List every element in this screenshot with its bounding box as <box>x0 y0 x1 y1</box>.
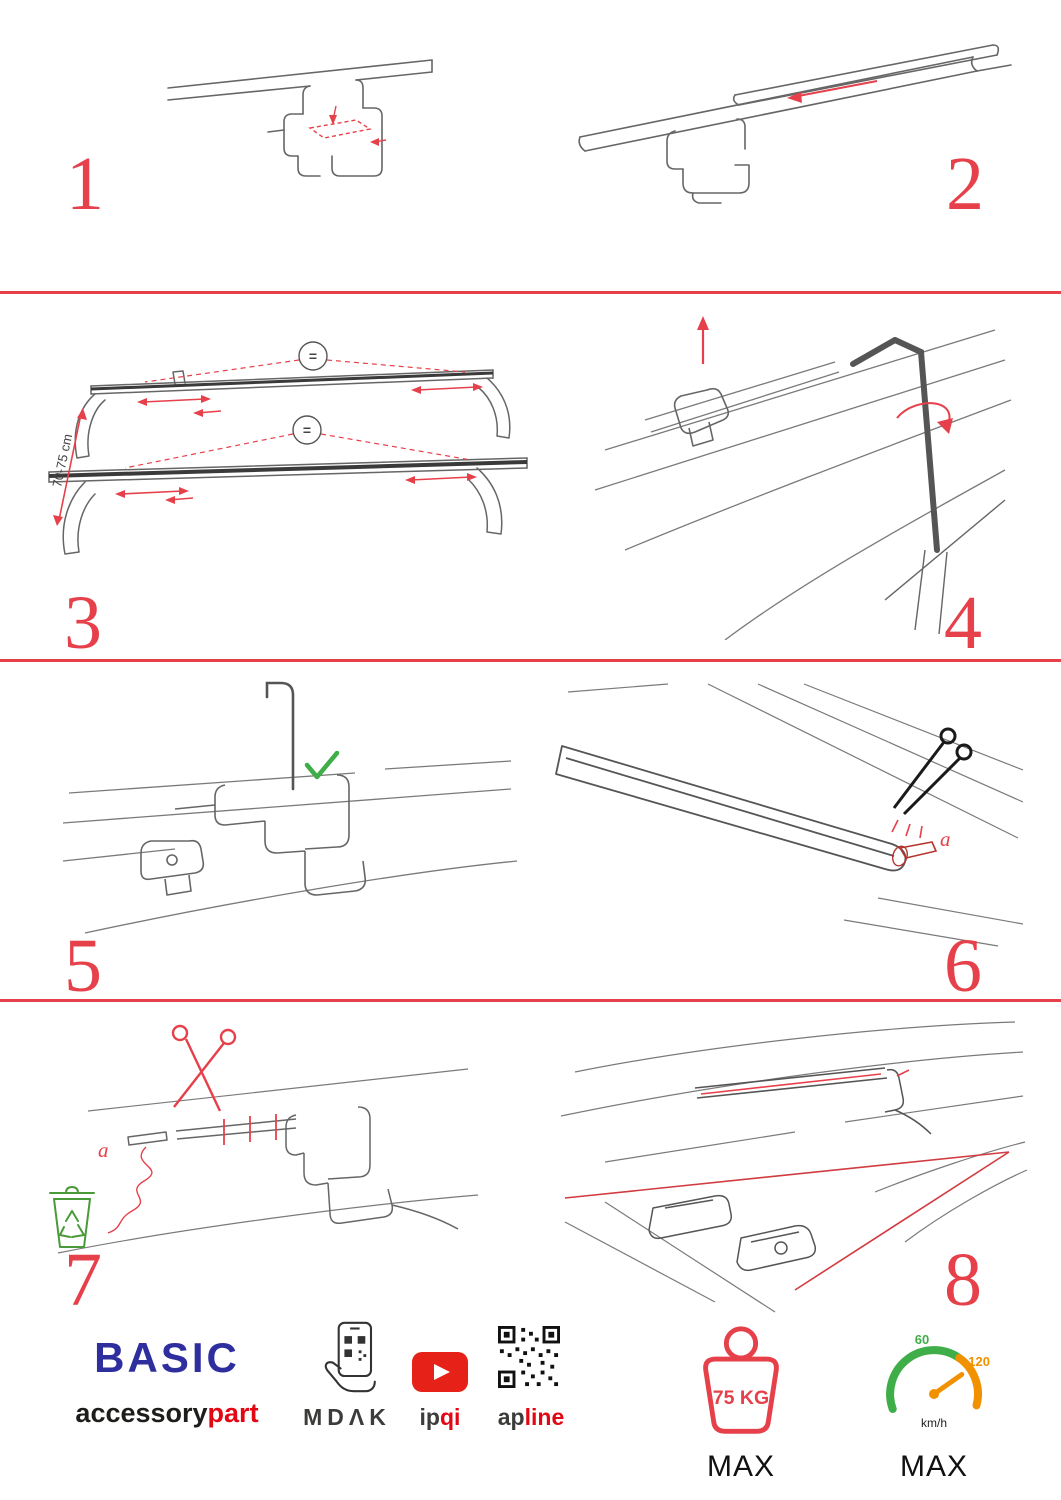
scissors-red-icon <box>171 1024 237 1112</box>
partner-mdak: MDΛK <box>303 1404 391 1430</box>
cut-label-a: a <box>940 827 951 851</box>
brand-logo-basic: BASIC <box>94 1334 240 1381</box>
weight-icon: 75 KG <box>703 1326 779 1434</box>
step1-illustration <box>167 59 433 177</box>
brand-accessorypart: accessorypart <box>58 1398 276 1429</box>
step8-illustration <box>560 1021 1028 1313</box>
brand-block: BASIC accessorypart <box>58 1334 276 1429</box>
weight-max-label: MAX <box>706 1450 775 1483</box>
step7-number: 7 <box>64 1238 102 1322</box>
apline-black: ap <box>497 1404 525 1430</box>
step1-number: 1 <box>66 142 104 226</box>
scissors-icon <box>892 727 973 816</box>
ipqi-black: ip <box>419 1404 440 1430</box>
step4-illustration <box>594 316 1012 640</box>
brand-sub-black: accessory <box>75 1398 208 1428</box>
speed-tick-120: 120 <box>968 1354 990 1369</box>
allen-key <box>850 337 940 553</box>
step3-number: 3 <box>64 581 102 665</box>
section-divider-3 <box>0 999 1061 1002</box>
equal-spacing-label-bottom: = <box>303 422 311 438</box>
step3-illustration: = = <box>48 341 528 555</box>
step2-number: 2 <box>946 142 984 226</box>
speed-max-label: MAX <box>899 1450 968 1483</box>
step7-illustration: a <box>49 1024 479 1254</box>
apline-red: line <box>524 1404 565 1430</box>
step8-number: 8 <box>944 1238 982 1322</box>
step5-number: 5 <box>64 924 102 1008</box>
step2-illustration <box>578 44 1012 204</box>
youtube-icon <box>412 1352 468 1392</box>
brand-sub-red: part <box>207 1398 259 1428</box>
step6-number: 6 <box>944 924 982 1008</box>
ipqi-red: qi <box>440 1404 461 1430</box>
partner-ipqi: ipqi <box>398 1404 482 1431</box>
section-divider-2 <box>0 659 1061 662</box>
equal-spacing-label-top: = <box>309 348 317 364</box>
weight-limit-label: 75 KG <box>713 1387 769 1409</box>
qr-code-icon <box>498 1326 560 1388</box>
speedometer-icon: 60 120 km/h <box>886 1332 990 1430</box>
check-icon <box>304 750 340 780</box>
speed-tick-60: 60 <box>915 1332 929 1347</box>
step5-illustration <box>62 681 518 934</box>
partner-apline: apline <box>484 1404 578 1431</box>
step6-illustration: a <box>555 683 1023 947</box>
speed-unit-label: km/h <box>921 1416 947 1430</box>
step4-number: 4 <box>944 581 982 665</box>
cut-label-a-2: a <box>98 1138 109 1162</box>
phone-qr-icon <box>324 1321 376 1393</box>
trash-recycle-icon <box>49 1186 95 1248</box>
section-divider-1 <box>0 291 1061 294</box>
